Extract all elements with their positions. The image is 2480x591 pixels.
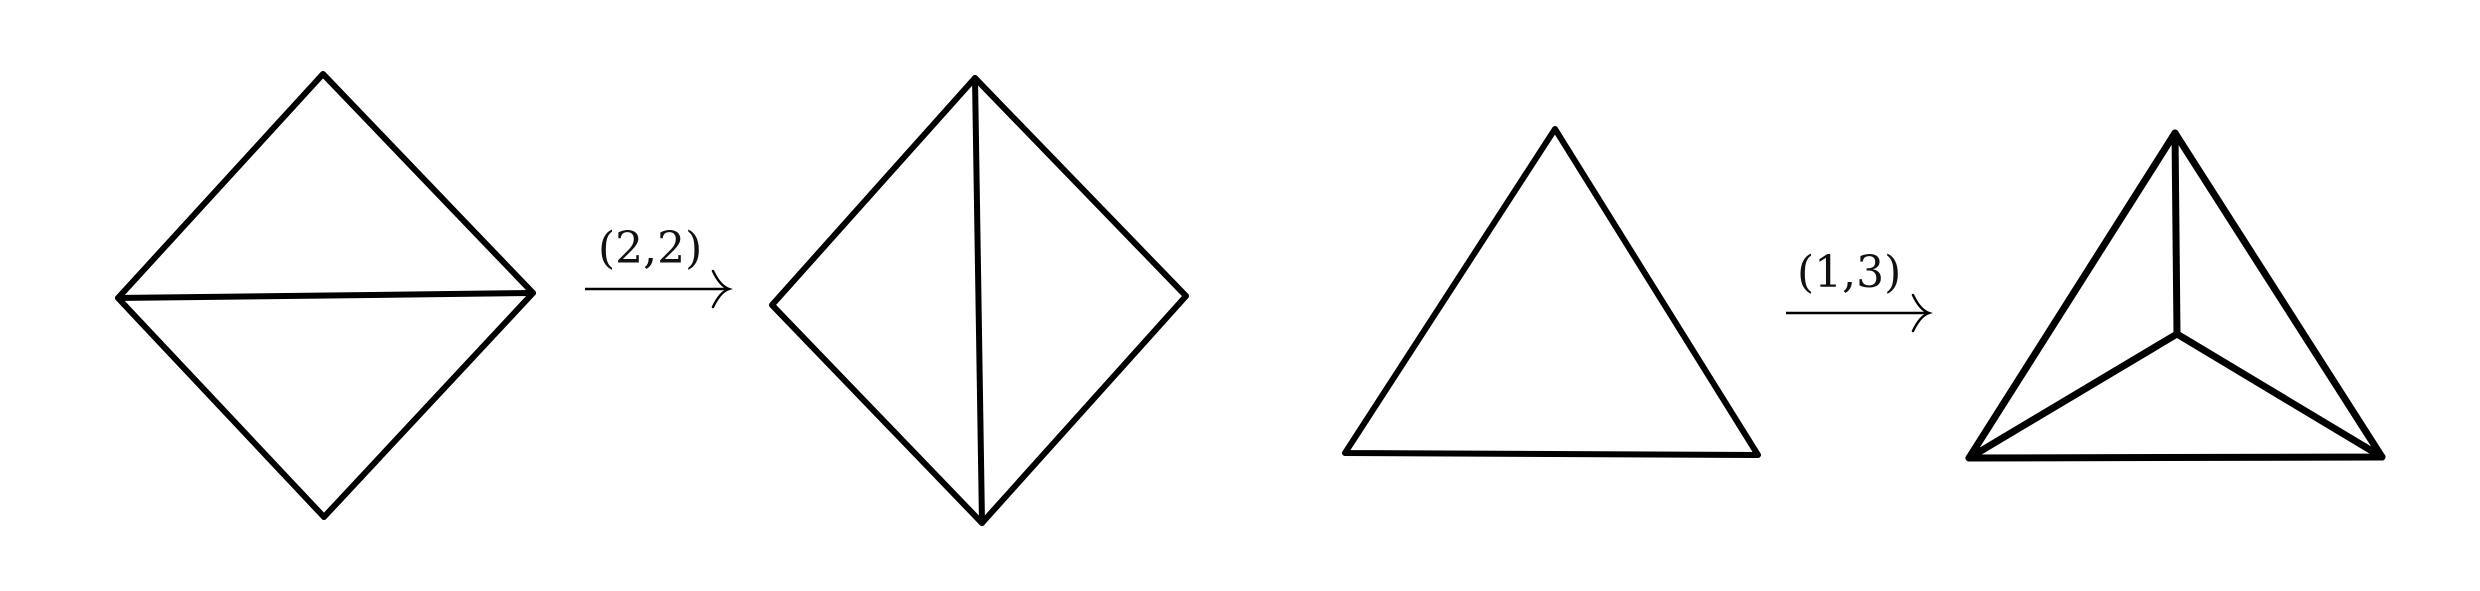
square-1-outline (115, 71, 536, 520)
move-arrow-1-3: (1,3) (1786, 247, 1933, 333)
square-vertical-diagonal (769, 75, 1189, 526)
move-arrow-2-2: (2,2) (585, 223, 733, 309)
square-1-diagonal (115, 290, 536, 301)
arrow-2-2-head (711, 269, 733, 309)
move-label-1-3: (1,3) (1797, 247, 1901, 298)
move-label-2-2: (2,2) (598, 223, 702, 274)
triangle-2-outline (1965, 129, 2386, 462)
triangle-2-spoke-top (2171, 129, 2181, 338)
triangle-2-spoke-left (1965, 330, 2181, 462)
triangle-single (1342, 126, 1761, 458)
arrow-1-3-head (1911, 293, 1933, 333)
triangle-1-outline (1342, 126, 1761, 458)
square-horizontal-diagonal (115, 71, 536, 520)
triangle-2-spoke-right (2173, 330, 2386, 461)
square-2-diagonal (972, 75, 985, 526)
triangle-subdivided (1965, 129, 2386, 462)
